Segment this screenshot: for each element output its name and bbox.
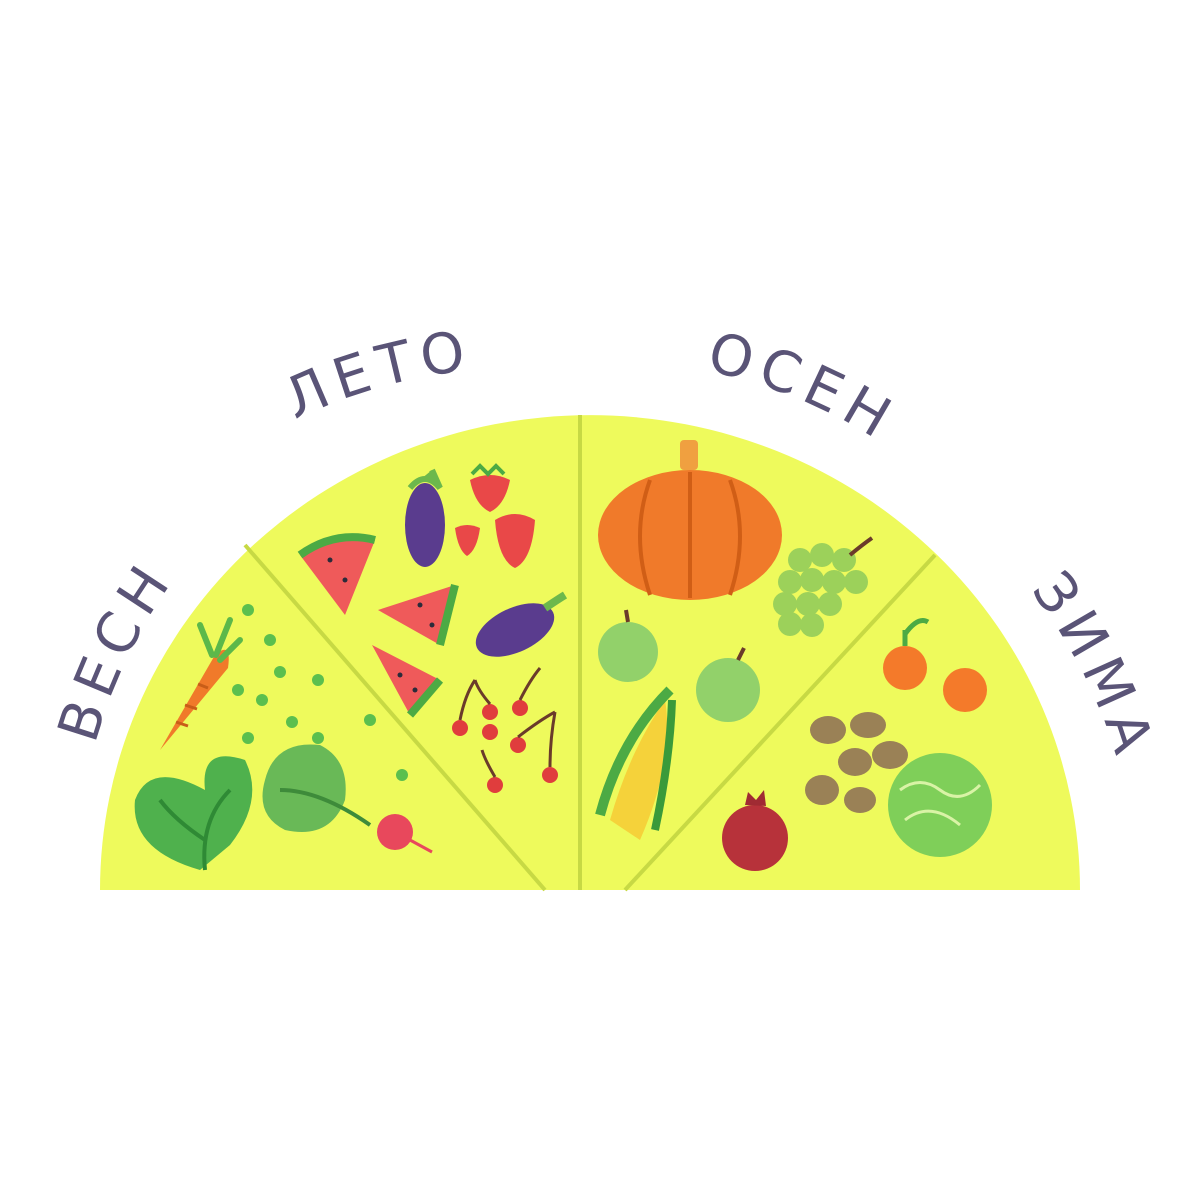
sector-winter — [722, 618, 992, 871]
spinach-icon — [134, 756, 253, 871]
peas-icon — [232, 604, 408, 781]
corn-icon — [595, 686, 676, 840]
carrot-icon — [160, 617, 243, 750]
eggplant-icon — [405, 468, 568, 657]
season-label-summer: ЛЕТО — [275, 318, 477, 432]
potato-icon — [805, 712, 908, 813]
season-label-spring: ВЕСНА — [0, 0, 187, 749]
divider-autumn-winter — [623, 553, 937, 892]
divider-spring-summer — [243, 543, 547, 892]
season-label-autumn-text: ОСЕНЬ — [0, 0, 900, 455]
strawberry-icon — [455, 463, 535, 568]
cabbage-icon — [888, 753, 992, 857]
apple-icon — [598, 609, 760, 722]
season-label-summer-text: ЛЕТО — [275, 318, 469, 432]
sector-dividers — [243, 415, 937, 892]
watermelon-icon — [297, 533, 459, 718]
pomegranate-icon — [722, 790, 788, 871]
grapes-icon — [773, 536, 874, 637]
cherry-icon — [452, 667, 558, 793]
season-label-autumn: ОСЕНЬ — [0, 0, 908, 455]
season-label-spring-text: ВЕСНА — [0, 0, 179, 749]
tangerine-icon — [883, 618, 987, 712]
radish-icon — [262, 744, 433, 854]
sector-summer — [297, 463, 568, 793]
sector-autumn — [595, 440, 874, 840]
pumpkin-icon — [598, 440, 782, 600]
sector-spring — [134, 604, 433, 871]
